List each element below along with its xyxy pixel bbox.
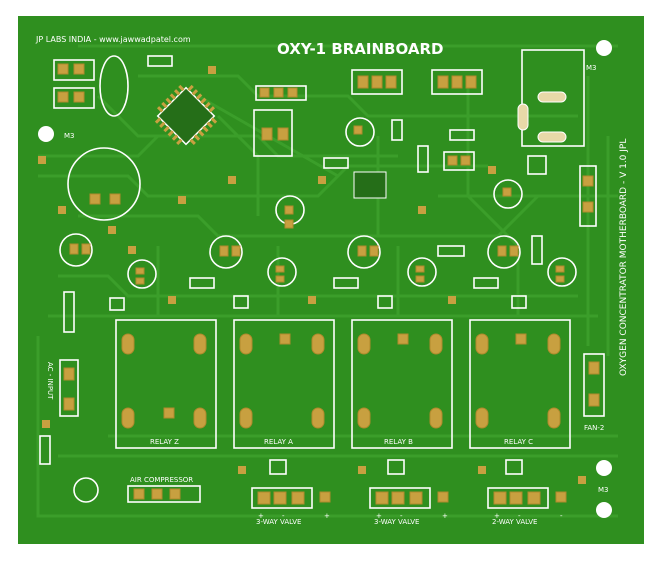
- microcontroller-chip: [154, 84, 218, 146]
- valve-connector-1: [251, 459, 331, 509]
- small-cap-bottom-left: [73, 477, 99, 503]
- relay-a-label: RELAY A: [264, 438, 293, 446]
- mount-label-1: M3: [586, 64, 597, 72]
- valve-3-label: 2-WAY VALVE: [492, 518, 537, 526]
- valve-2-plus: +: [376, 512, 382, 520]
- pcb-board: JP LABS INDIA - www.jawwadpatel.com OXY-…: [18, 16, 644, 544]
- valve-1-label: 3-WAY VALVE: [256, 518, 301, 526]
- mount-hole-bottom-right-1: [596, 460, 612, 476]
- valve-2-minus: -: [400, 512, 403, 520]
- relay-z-label: RELAY Z: [150, 438, 179, 446]
- bulk-capacitor: [67, 147, 141, 221]
- valve-2-label: 3-WAY VALVE: [374, 518, 419, 526]
- valve-connector-2: [369, 459, 449, 509]
- valve-1-plus-right: +: [324, 512, 330, 520]
- relay-a: [233, 319, 335, 449]
- relay-b: [351, 319, 453, 449]
- relay-b-label: RELAY B: [384, 438, 413, 446]
- pcb-artwork: JP LABS INDIA - www.jawwadpatel.com OXY-…: [18, 16, 644, 544]
- credit-text: JP LABS INDIA - www.jawwadpatel.com: [35, 35, 191, 44]
- ac-input-label: AC - INPUT: [46, 362, 54, 400]
- relay-c-label: RELAY C: [504, 438, 533, 446]
- relay-z: [115, 319, 217, 449]
- vias: [38, 66, 586, 484]
- valve-1-minus: -: [282, 512, 285, 520]
- valve-connector-3: [487, 459, 567, 509]
- valve-3-minus-right: -: [560, 512, 563, 520]
- valve-2-plus-right: +: [442, 512, 448, 520]
- fuse: [39, 435, 51, 465]
- power-jack: [517, 49, 585, 147]
- air-compressor-label: AIR COMPRESSOR: [130, 476, 193, 484]
- driver-stage-group: [59, 233, 577, 333]
- mount-label-2: M3: [64, 132, 75, 140]
- mount-hole-top-right: [596, 40, 612, 56]
- fan-connector: [583, 353, 605, 417]
- relay-c: [469, 319, 571, 449]
- air-compressor-connector: [127, 485, 201, 503]
- small-components: [275, 117, 597, 229]
- header-pads-top-left: [53, 55, 129, 117]
- resistor-top: [147, 55, 173, 67]
- ac-input-connector: [59, 359, 79, 417]
- mount-hole-bottom-right-2: [596, 502, 612, 518]
- board-title: OXY-1 BRAINBOARD: [277, 40, 443, 58]
- valve-3-plus: +: [494, 512, 500, 520]
- mount-hole-left: [38, 126, 54, 142]
- side-text: OXYGEN CONCENTRATOR MOTHERBOARD - V 1.0 …: [619, 139, 629, 376]
- header-top-center: [253, 69, 483, 157]
- valve-1-plus: +: [258, 512, 264, 520]
- mount-label-3: M3: [598, 486, 609, 494]
- valve-3-minus: -: [518, 512, 521, 520]
- fan-label: FAN-2: [584, 424, 604, 432]
